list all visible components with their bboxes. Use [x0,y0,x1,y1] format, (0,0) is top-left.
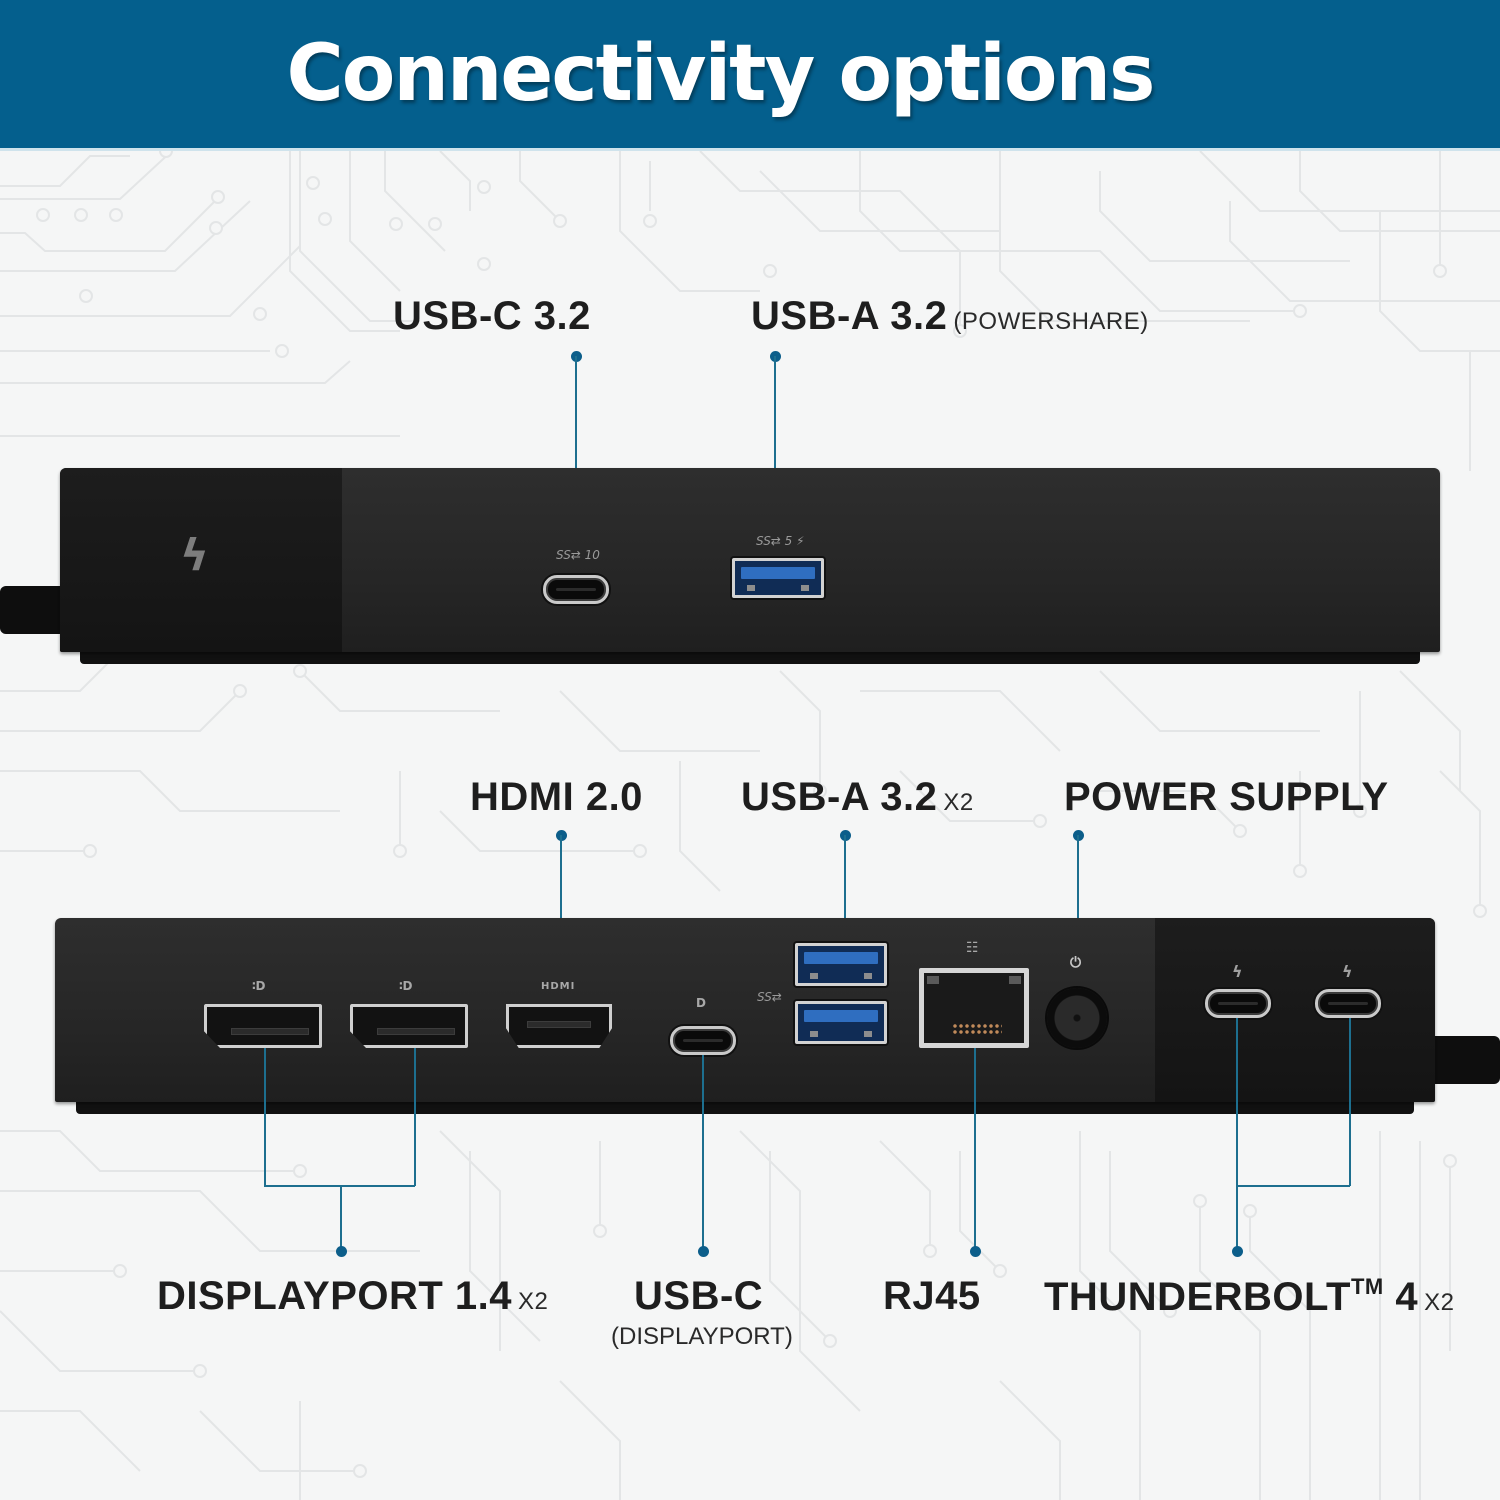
thunderbolt-logo-icon: ϟ [180,530,210,581]
thunderbolt-icon: ϟ [1232,962,1243,981]
label-title: RJ45 [883,1274,981,1318]
callout-dot [698,1246,709,1257]
usb-a-port-rear-1 [795,943,887,986]
dock-end-cap [1155,918,1435,1102]
displayport-icon: ∶D [399,979,413,993]
callout-line [264,1048,266,1186]
callout-dot [336,1246,347,1257]
callout-line [1236,1018,1238,1251]
rj45-led-right [1009,976,1021,984]
callout-line [844,835,846,975]
hdmi-port [506,1004,612,1048]
label-qualifier: X2 [943,789,974,816]
usb-a-port-rear-2 [795,1001,887,1044]
callout-line [1077,835,1079,965]
callout-line [702,1055,704,1251]
callout-dot [1232,1246,1243,1257]
page-title: Connectivity options [286,29,1156,119]
dock-end-cap [60,468,342,652]
displayport-icon: ∶D [252,979,266,993]
label-hdmi: HDMI 2.0 [470,775,643,820]
superspeed-5-powershare-icon: SS⇄ 5 ⚡ [756,534,805,548]
label-qualifier: (POWERSHARE) [953,308,1149,335]
thunderbolt-4-port-2 [1315,989,1381,1018]
label-usb-a-front: USB-A 3.2(POWERSHARE) [751,294,1149,339]
displayport-1 [204,1004,322,1048]
thunderbolt-4-port-1 [1205,989,1271,1018]
label-qualifier-displayport: (DISPLAYPORT) [611,1323,793,1350]
dc-power-jack [1047,988,1107,1048]
callout-line [1349,1018,1351,1186]
displayport-2 [350,1004,468,1048]
usb-a-port-front [732,558,824,598]
label-title: USB-C 3.2 [393,294,591,338]
superspeed-icon: SS⇄ [757,990,782,1004]
label-power-supply: POWER SUPPLY [1064,775,1389,820]
label-qualifier: X2 [518,1288,549,1315]
header-banner: Connectivity options [0,0,1500,148]
label-title: USB-A 3.2 [741,775,938,819]
banner-divider [0,148,1500,151]
callout-dot [556,830,567,841]
label-version: 4 [1395,1275,1419,1319]
callout-dot [571,351,582,362]
label-usb-c-front: USB-C 3.2 [393,294,591,339]
callout-dot [770,351,781,362]
label-title: POWER SUPPLY [1064,775,1389,819]
callout-dot [1073,830,1084,841]
rj45-pins [952,1023,1002,1035]
displayport-alt-mode-icon: D [696,996,706,1010]
callout-line [974,1048,976,1251]
label-title: USB-A 3.2 [751,294,948,338]
callout-line [575,356,577,546]
callout-line [414,1048,416,1186]
usb-c-port-front [543,575,609,604]
callout-dot [970,1246,981,1257]
power-plug-icon: ⏻ [1070,955,1082,971]
callout-dot [840,830,851,841]
callout-line [560,835,562,985]
callout-line [340,1185,342,1251]
label-title: DISPLAYPORT 1.4 [157,1274,513,1318]
label-rj45: RJ45 [883,1274,981,1319]
label-qualifier: X2 [1424,1289,1455,1316]
label-title: USB-C [634,1274,764,1318]
label-usb-c-displayport: USB-C [634,1274,763,1319]
callout-line [1236,1185,1350,1187]
thunderbolt-icon: ϟ [1342,962,1353,981]
dock-cable [0,586,70,634]
rj45-port [919,968,1029,1048]
label-title: THUNDERBOLT [1044,1275,1351,1319]
callout-line [774,356,776,536]
trademark-mark: TM [1350,1274,1384,1299]
usb-c-displayport-port [670,1026,736,1055]
hdmi-icon: HDMI [541,981,576,992]
callout-line [264,1185,415,1187]
network-icon: ☷ [966,940,979,956]
rj45-led-left [927,976,939,984]
label-title: HDMI 2.0 [470,775,643,819]
superspeed-10-icon: SS⇄ 10 [556,548,600,562]
